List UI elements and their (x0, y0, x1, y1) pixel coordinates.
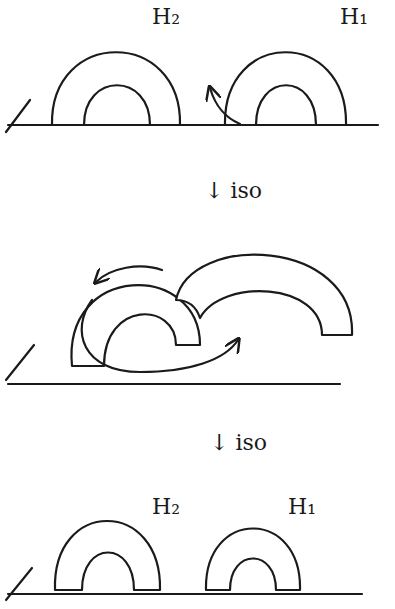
ground-edge (6, 100, 30, 132)
handle-h2 (52, 52, 180, 125)
handle-label: H₁ (340, 6, 368, 28)
ground-edge (6, 568, 32, 600)
handle-label: H₂ (152, 496, 180, 518)
ground-line (8, 593, 362, 595)
handle-label: H₁ (288, 496, 316, 518)
handle-h1 (176, 255, 352, 335)
slide-arrow (96, 266, 162, 282)
iso-arrow-label: ↓ iso (210, 432, 267, 454)
iso-arrow-label: ↓ iso (205, 180, 262, 202)
handle-h1 (206, 529, 300, 591)
handle-h1 (225, 52, 346, 125)
ground-line (8, 383, 340, 385)
handle-h2 (55, 521, 160, 590)
slide-arrow (210, 88, 240, 124)
slide-arrow (82, 300, 238, 372)
ground-edge (6, 345, 34, 380)
handle-label: H₂ (152, 6, 180, 28)
